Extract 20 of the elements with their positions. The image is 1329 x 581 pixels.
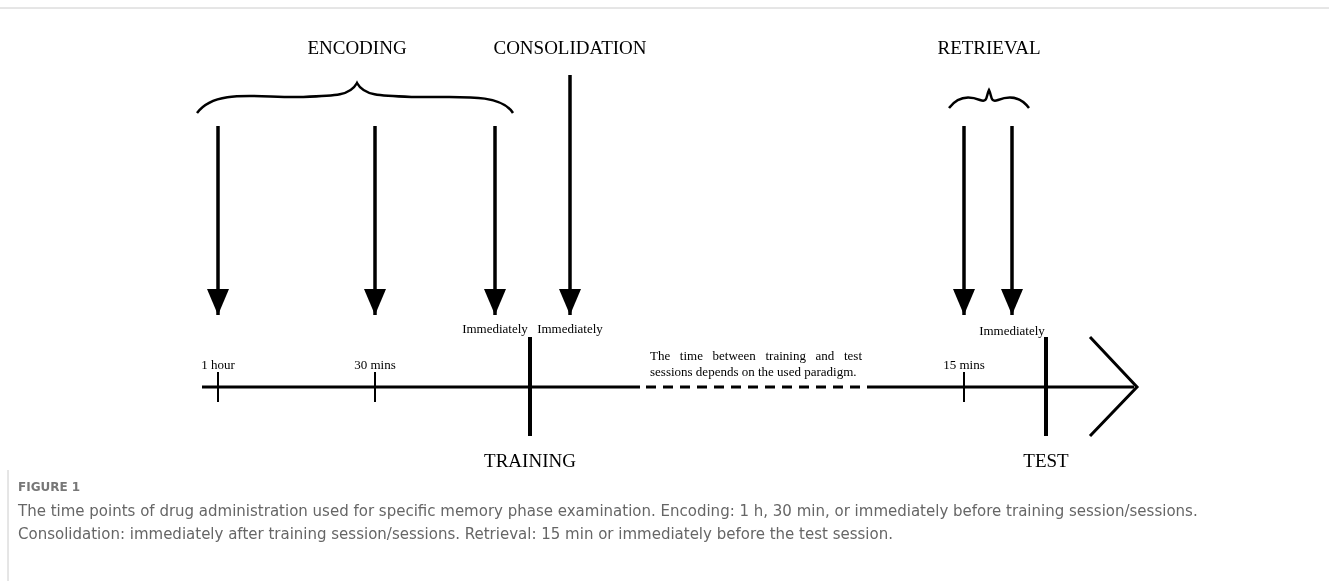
arrow — [484, 126, 506, 315]
note-text: The time between training and test sessions depends on the used paradigm. — [650, 348, 862, 380]
arrow — [364, 126, 386, 315]
time-label: 1 hour — [201, 357, 235, 372]
time-label: Immediately — [979, 323, 1045, 338]
phase-heading: RETRIEVAL — [937, 37, 1041, 59]
caption-text: The time points of drug administration used for specific memory phase examination. Encoding: 1 h, 30 min, or immediately before training session/sessions. Consolidation: immediately after training session/sessions. Retrieval: 15 min or immediately before the test session. — [18, 501, 1199, 545]
arrow — [1001, 126, 1023, 315]
arrow — [207, 126, 229, 315]
session-label: TRAINING — [484, 450, 576, 472]
time-label: 15 mins — [943, 357, 985, 372]
time-label: 30 mins — [354, 357, 396, 372]
arrow — [559, 75, 581, 315]
figure-number: FIGURE 1 — [18, 480, 81, 494]
session-label: TEST — [1023, 450, 1069, 472]
time-label: Immediately — [537, 321, 603, 336]
time-label: Immediately — [462, 321, 528, 336]
phase-heading: ENCODING — [307, 37, 407, 59]
phase-heading: CONSOLIDATION — [493, 37, 647, 59]
arrow — [953, 126, 975, 315]
